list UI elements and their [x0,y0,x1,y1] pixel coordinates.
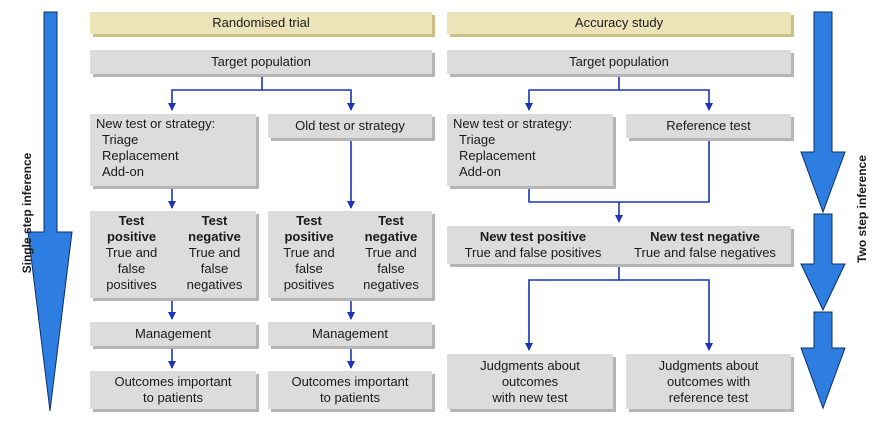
rt-new-results-box: Test positive True and false positives T… [90,211,256,298]
rt-new-negative-line-3: negatives [186,277,243,292]
as-judgments-ref-line-1: Judgments about [658,357,759,373]
rt-old-negative-line-1: True and [365,245,417,260]
as-results-split-connector-right [619,279,713,351]
rt-old-positive: Test positive True and false positives [268,213,350,293]
as-target-population-box: Target population [447,50,791,74]
as-new-test-item-addon: Add-on [459,164,501,179]
as-judgments-ref-box: Judgments about outcomes with reference … [626,354,791,409]
as-judgments-new-line-2: outcomes [501,373,559,389]
as-new-test-negative-text: True and false negatives [634,245,776,260]
rt-management-box-old: Management [268,322,432,346]
rt-old-negative-title-1: Test [378,213,404,228]
rt-new-positive: Test positive True and false positives [90,213,173,293]
rt-management-box-new: Management [90,322,256,346]
as-reference-test-label: Reference test [666,118,751,133]
rt-outcomes-line-1-old: Outcomes important [291,374,409,389]
rt-new-test-item-addon: Add-on [102,164,144,179]
rt-new-negative-title-1: Test [201,213,228,228]
rt-old-positive-line-3: positives [283,277,335,292]
as-judgments-new-line-1: Judgments about [480,357,580,373]
as-new-test-negative: New test negative True and false negativ… [619,229,791,261]
as-new-test-positive-text: True and false positives [464,245,602,260]
single-step-inference-label: Single step inference [20,152,34,274]
as-results-split-connector [525,266,620,351]
rt-new-test-item-replacement: Replacement [102,148,179,163]
rt-outcomes-line-2-old: to patients [320,390,380,405]
two-step-arrow-segment-3-icon [800,311,846,410]
as-judgments-ref-line-3: reference test [668,389,749,405]
rt-old-positive-line-2: false [295,261,323,276]
rt-outcomes-box-new: Outcomes important to patients [90,371,256,409]
rt-target-population-label: Target population [211,54,311,69]
as-target-split-connector-right [619,89,713,111]
rt-old-positive-title-1: Test [296,213,322,228]
rt-old-negative: Test negative True and false negatives [350,213,432,293]
as-new-test-positive: New test positive True and false positiv… [447,229,619,261]
rt-old-test-box: Old test or strategy [268,114,432,138]
as-target-population-label: Target population [569,54,669,69]
as-new-test-item-triage: Triage [459,132,496,147]
as-judgments-ref-line-2: outcomes with [666,373,751,389]
as-new-test-negative-title: New test negative [650,229,760,244]
rt-new-test-heading: New test or strategy: [96,116,216,131]
rt-new-positive-line-2: false [117,261,146,276]
rt-new-positive-line-3: positives [106,277,157,292]
rt-new-negative: Test negative True and false negatives [173,213,256,293]
rt-old-negative-line-3: negatives [363,277,419,292]
single-step-arrow-icon [27,11,73,412]
rt-new-negative-line-2: false [200,261,229,276]
rt-new-test-item-triage: Triage [102,132,139,147]
as-reference-test-box: Reference test [626,114,791,138]
as-new-test-heading: New test or strategy: [453,116,573,131]
rt-target-split-connector-right [262,89,355,111]
rt-old-results-box: Test positive True and false positives T… [268,211,432,298]
rt-target-population-box: Target population [90,50,432,74]
rt-new-negative-line-1: True and [188,245,241,260]
rt-old-negative-line-2: false [377,261,405,276]
two-step-arrow-segment-2-icon [800,213,846,312]
rt-old-positive-line-1: True and [283,245,335,260]
rt-new-negative-title-2: negative [188,229,241,244]
rt-management-label-new: Management [135,326,211,341]
randomised-trial-header: Randomised trial [90,12,432,34]
rt-new-positive-title-2: positive [106,229,157,244]
randomised-trial-title: Randomised trial [212,15,310,30]
rt-management-label-old: Management [312,326,388,341]
rt-outcomes-line-1-new: Outcomes important [114,374,232,389]
rt-old-negative-title-2: negative [364,229,418,244]
rt-old-test-label: Old test or strategy [295,118,405,133]
accuracy-study-title: Accuracy study [574,15,664,30]
two-step-inference-label: Two step inference [855,155,869,263]
rt-new-test-box: New test or strategy: Triage Replacement… [90,114,256,186]
as-new-test-item-replacement: Replacement [459,148,536,163]
accuracy-study-header: Accuracy study [447,12,791,34]
rt-new-positive-line-1: True and [105,245,158,260]
as-new-test-box: New test or strategy: Triage Replacement… [447,114,613,186]
rt-outcomes-box-old: Outcomes important to patients [268,371,432,409]
as-new-test-positive-title: New test positive [479,229,587,244]
two-step-arrow-segment-1-icon [800,11,846,214]
as-target-split-connector [525,76,620,111]
rt-old-positive-title-2: positive [284,229,334,244]
rt-new-positive-title-1: Test [118,213,145,228]
as-judgments-new-box: Judgments about outcomes with new test [447,354,613,409]
rt-target-split-connector [168,76,263,111]
rt-outcomes-line-2-new: to patients [143,390,203,405]
as-results-box: New test positive True and false positiv… [447,226,791,264]
as-judgments-new-line-3: with new test [492,389,568,405]
